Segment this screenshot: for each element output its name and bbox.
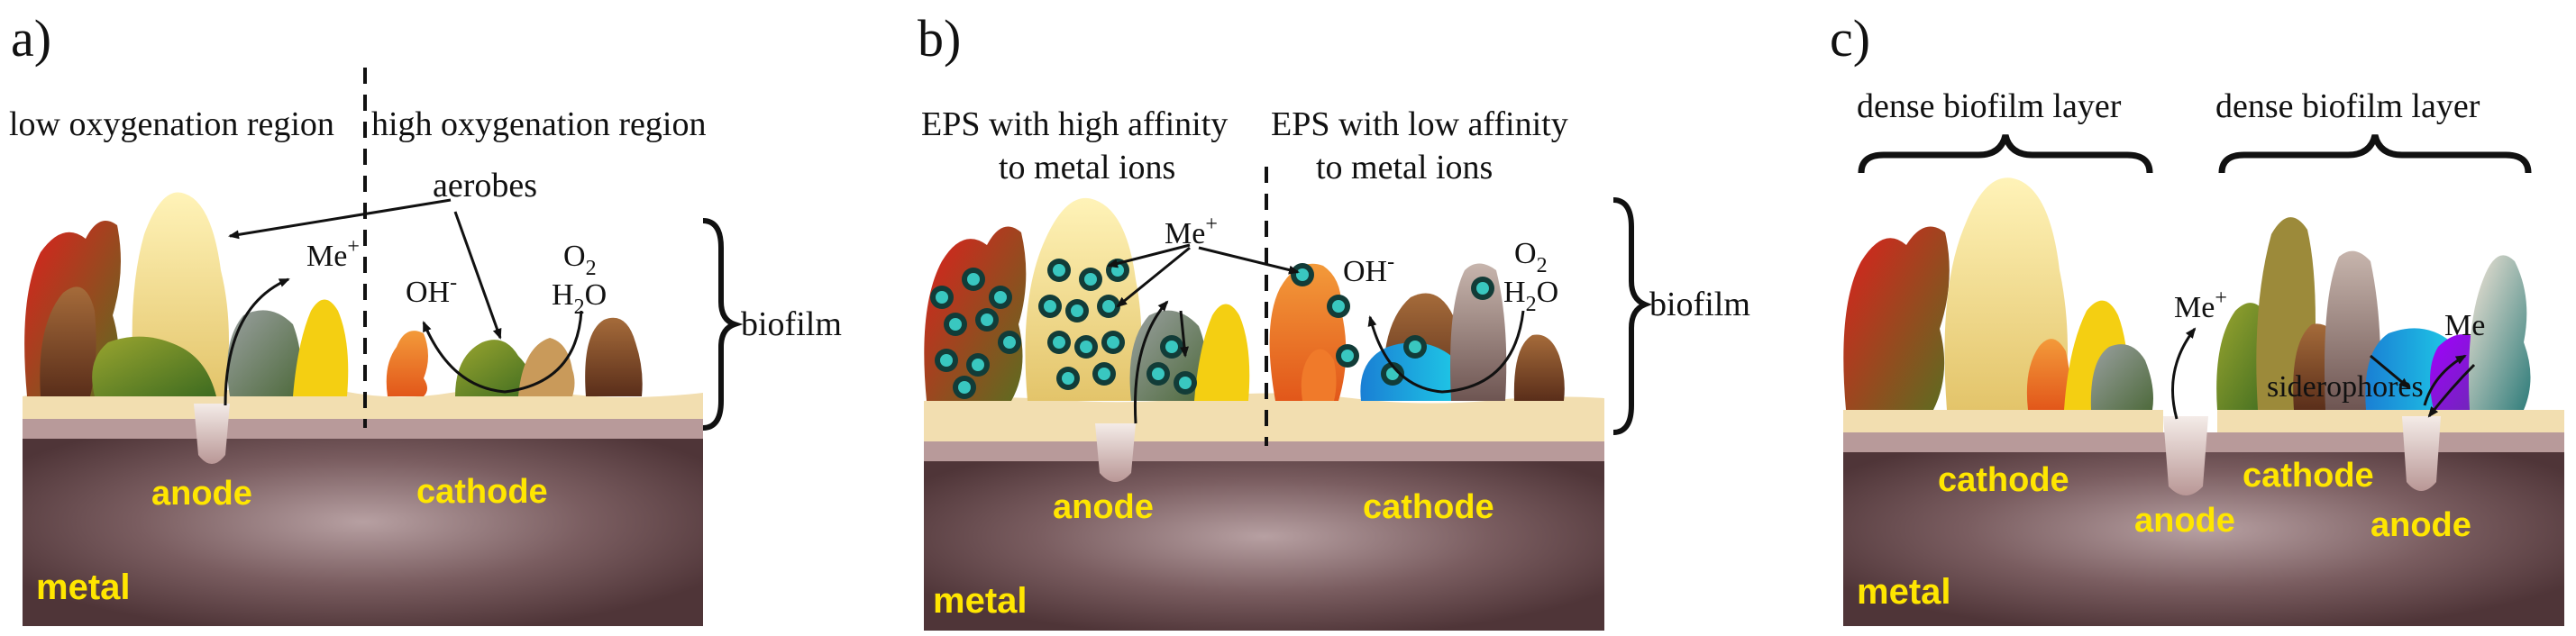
eps-low-affinity-line2: to metal ions (1316, 149, 1493, 186)
dense-biofilm-label-left: dense biofilm layer (1857, 87, 2122, 125)
anode-pit-a (194, 404, 230, 464)
surface-layer-a (23, 419, 703, 439)
anode-pit-b (1095, 423, 1136, 482)
me-arrow-b-down (1179, 310, 1189, 358)
panel-letter-a: a) (11, 9, 51, 68)
water-label-b: H2O (1503, 276, 1558, 316)
organism-brown-a (40, 286, 96, 396)
biofilm-label-a: biofilm (741, 305, 842, 343)
metal-block-b (924, 459, 1604, 631)
eps-low-affinity-line1: EPS with low affinity (1271, 105, 1568, 143)
metal-label-b: metal (933, 581, 1028, 621)
me-arrow-a (224, 277, 290, 406)
me-ion-label-b: Me+ (1165, 213, 1218, 250)
anode-label-c-mid: anode (2134, 502, 2235, 540)
cathode-label-c-right: cathode (2243, 457, 2374, 495)
aerobes-arrow-left (228, 198, 452, 240)
oxygen-label-a: O2 (563, 240, 597, 280)
anode-pit-c-mid (2163, 416, 2208, 495)
high-oxygenation-label: high oxygenation region (371, 105, 706, 143)
organism-teal-c (2469, 255, 2531, 410)
anode-label-a: anode (151, 475, 252, 513)
me-ion-label-c-left: Me+ (2174, 286, 2227, 324)
hydroxide-label-a: OH- (406, 271, 457, 309)
hydroxide-label-b: OH- (1343, 250, 1394, 288)
organism-orange-small-b (1301, 349, 1337, 401)
cathode-label-c-left: cathode (1938, 461, 2069, 499)
metal-label-c: metal (1857, 572, 1951, 612)
organism-gray-c (2090, 344, 2153, 410)
me-ion-label-a: Me+ (306, 235, 360, 273)
siderophore-arrow-c-1 (2423, 354, 2467, 406)
organism-red-c (1843, 226, 1950, 410)
me-arrow-b-1 (1107, 243, 1191, 268)
me-ion-label-c-right: Me (2444, 309, 2485, 342)
panel-letter-c: c) (1830, 9, 1870, 68)
panel-c: c) dense biofilm layer dense biofilm lay… (1830, 9, 2564, 626)
panel-b: b) EPS with high affinity to metal ions … (918, 9, 1750, 631)
low-oxygenation-label: low oxygenation region (9, 105, 334, 143)
biofilm-label-b: biofilm (1649, 286, 1750, 323)
biofilm-base-b (924, 393, 1604, 441)
panel-letter-b: b) (918, 9, 961, 68)
siderophore-arrow-c-2 (2427, 363, 2476, 418)
siderophores-label: siderophores (2267, 370, 2424, 404)
surface-layer-b (924, 441, 1604, 461)
water-label-a: H2O (552, 278, 607, 319)
organism-orange-a (386, 331, 428, 396)
anode-label-b: anode (1053, 488, 1154, 526)
eps-high-affinity-line2: to metal ions (999, 149, 1175, 186)
me-arrow-b-up (1133, 300, 1169, 424)
organism-gold-a (293, 299, 349, 396)
cathode-label-b: cathode (1363, 488, 1494, 526)
me-arrow-b-3 (1198, 246, 1300, 275)
biofilm-base-c (1843, 410, 2163, 432)
organism-olive-a (455, 340, 541, 396)
siderophore-arrow-c-3 (2370, 354, 2410, 389)
me-arrow-c-left (2171, 327, 2197, 420)
aerobes-arrow-right (453, 211, 502, 340)
dense-biofilm-label-right: dense biofilm layer (2215, 87, 2480, 125)
panel-a: a) low oxygenation region high oxygenati… (9, 9, 842, 626)
biofilm-brace-b (1612, 197, 1653, 435)
biofilm-brace-a (702, 218, 744, 431)
anode-label-c-right: anode (2370, 506, 2471, 544)
oxygen-arrow-a (422, 310, 583, 394)
oxygen-arrow-b (1367, 310, 1525, 394)
aerobes-label: aerobes (433, 167, 537, 204)
metal-block-c (1843, 450, 2564, 626)
organism-gold-b (1194, 304, 1250, 401)
organism-tan-a (518, 338, 575, 396)
cathode-label-a: cathode (416, 473, 548, 511)
metal-label-a: metal (36, 568, 131, 607)
organism-darkbrown-a (585, 317, 643, 396)
organism-mauve-b (1450, 263, 1507, 401)
organism-gray-a (227, 310, 301, 396)
dense-layer-brace-left (1858, 134, 2153, 174)
eps-high-affinity-line1: EPS with high affinity (921, 105, 1228, 143)
anode-pit-c-right (2402, 416, 2441, 491)
me-arrow-b-2 (1116, 246, 1191, 308)
dense-layer-brace-right (2218, 134, 2532, 174)
organism-green-a (92, 336, 217, 396)
organism-darkbrown-b (1513, 334, 1565, 401)
oxygen-label-b: O2 (1514, 237, 1548, 277)
metal-block-a (23, 437, 703, 626)
organism-mauve-c (2325, 250, 2381, 410)
organism-orange-c (2026, 339, 2070, 410)
biofilm-base-c2 (2217, 410, 2564, 432)
